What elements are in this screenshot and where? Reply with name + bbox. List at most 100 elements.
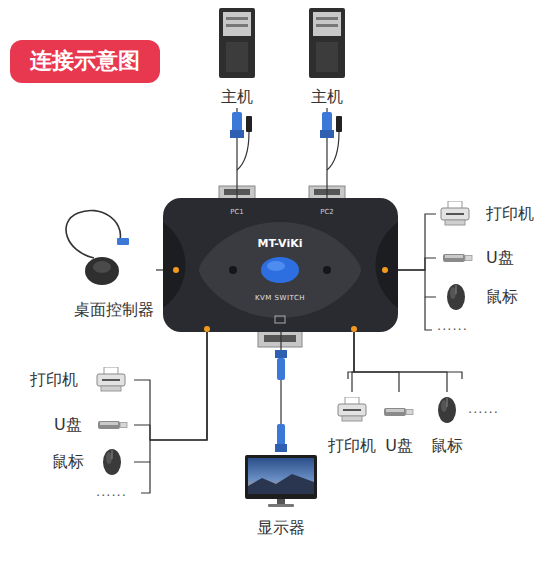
usb-drive: U盘	[380, 392, 418, 458]
mouse-icon	[438, 397, 456, 423]
monitor: 显示器	[240, 452, 322, 540]
udisk-icon	[443, 254, 472, 262]
printer: 打印机	[326, 392, 378, 458]
button-highlight	[267, 261, 285, 271]
node-label: 桌面控制器	[74, 300, 154, 319]
cable-line	[134, 332, 207, 440]
node-label: U盘	[385, 436, 413, 455]
switch-panel	[199, 222, 361, 318]
port-dot	[173, 267, 179, 273]
cable-line	[398, 258, 436, 270]
mouse-icon	[447, 284, 465, 310]
host-computer: 主机	[212, 6, 262, 108]
switch-facet	[163, 222, 186, 308]
printer-icon	[97, 367, 125, 391]
node-label: 鼠标	[431, 436, 463, 455]
cable-line	[398, 214, 436, 270]
vga-plug-head	[230, 130, 244, 138]
vga-port-socket	[264, 335, 296, 342]
tower-body	[219, 8, 255, 78]
node-label: 主机	[311, 87, 343, 106]
controller-button	[93, 261, 111, 273]
node-label: 显示器	[257, 518, 305, 537]
controller-cable	[66, 210, 120, 258]
kvm-switch: PC1PC2MT-ViKiKVM SWITCH	[163, 198, 398, 332]
cable-line	[398, 270, 436, 297]
tower-front	[316, 42, 338, 72]
monitor-stand	[277, 499, 285, 504]
mouse: 鼠标	[436, 282, 534, 312]
vga-plug-head	[275, 444, 287, 452]
vga-port	[258, 331, 302, 347]
port-dot	[351, 326, 357, 332]
printer: 打印机	[436, 200, 536, 228]
mouse: 鼠标	[48, 446, 134, 478]
port-dot	[382, 267, 388, 273]
mouse: 鼠标	[428, 392, 466, 458]
host-tower	[219, 8, 255, 78]
monitor-frame	[245, 455, 317, 499]
printer-icon	[441, 201, 469, 225]
cable-line	[156, 269, 163, 270]
cable-line	[134, 332, 207, 440]
node-label: 鼠标	[486, 287, 518, 306]
tower-panel	[313, 12, 341, 36]
cable-line	[134, 332, 207, 462]
switch-button	[261, 257, 299, 283]
desktop-controller: 桌面控制器	[72, 250, 156, 322]
host-tower	[309, 8, 345, 78]
ellipsis-note: ......	[468, 401, 499, 417]
tower-front	[226, 42, 248, 72]
drive-slot	[316, 24, 338, 27]
vga-plug	[277, 424, 285, 446]
node-label: 鼠标	[52, 452, 84, 471]
ellipsis-note: ......	[437, 318, 468, 334]
node-label: U盘	[54, 415, 82, 434]
led	[229, 266, 237, 274]
node-label: 打印机	[328, 436, 376, 455]
vga-plug	[277, 358, 285, 380]
drive-slot	[226, 24, 248, 27]
switch-label: PC1	[230, 208, 244, 216]
udisk-icon	[98, 421, 127, 429]
switch-outline	[163, 198, 398, 332]
drive-slot	[316, 17, 338, 20]
ellipsis-note: ......	[96, 484, 127, 500]
cable-line	[354, 332, 447, 392]
led	[323, 266, 331, 274]
vga-plug	[322, 112, 332, 132]
cable-line	[354, 332, 399, 392]
printer-icon	[338, 397, 366, 421]
udisk-icon	[384, 408, 413, 416]
usb-plug	[117, 238, 129, 245]
node-label: 打印机	[486, 204, 534, 223]
usb-plug	[246, 116, 252, 132]
tower-panel	[223, 12, 251, 36]
vga-plug-head	[275, 350, 287, 358]
port-dot	[204, 326, 210, 332]
controller-puck	[85, 257, 119, 285]
usb-drive: U盘	[436, 246, 534, 270]
monitor-symbol	[275, 316, 285, 323]
switch-label: PC2	[320, 208, 334, 216]
host-computer: 主机	[302, 6, 352, 108]
printer: 打印机	[26, 366, 134, 394]
tower-body	[309, 8, 345, 78]
usb-plug	[336, 116, 342, 132]
mouse-icon	[103, 449, 121, 475]
drive-slot	[226, 17, 248, 20]
monitor-screen	[248, 458, 314, 494]
bracket	[425, 297, 432, 330]
bracket	[141, 462, 150, 493]
vga-plug	[232, 112, 242, 132]
monitor-base	[268, 504, 294, 507]
bracket	[348, 372, 462, 379]
usb-drive: U盘	[50, 413, 134, 437]
node-label: U盘	[486, 248, 514, 267]
node-label: 打印机	[30, 370, 78, 389]
node-label: 主机	[221, 87, 253, 106]
title-badge: 连接示意图	[10, 40, 160, 83]
switch-label: KVM SWITCH	[255, 294, 305, 302]
screen-hills	[248, 474, 314, 494]
vga-plug-head	[320, 130, 334, 138]
